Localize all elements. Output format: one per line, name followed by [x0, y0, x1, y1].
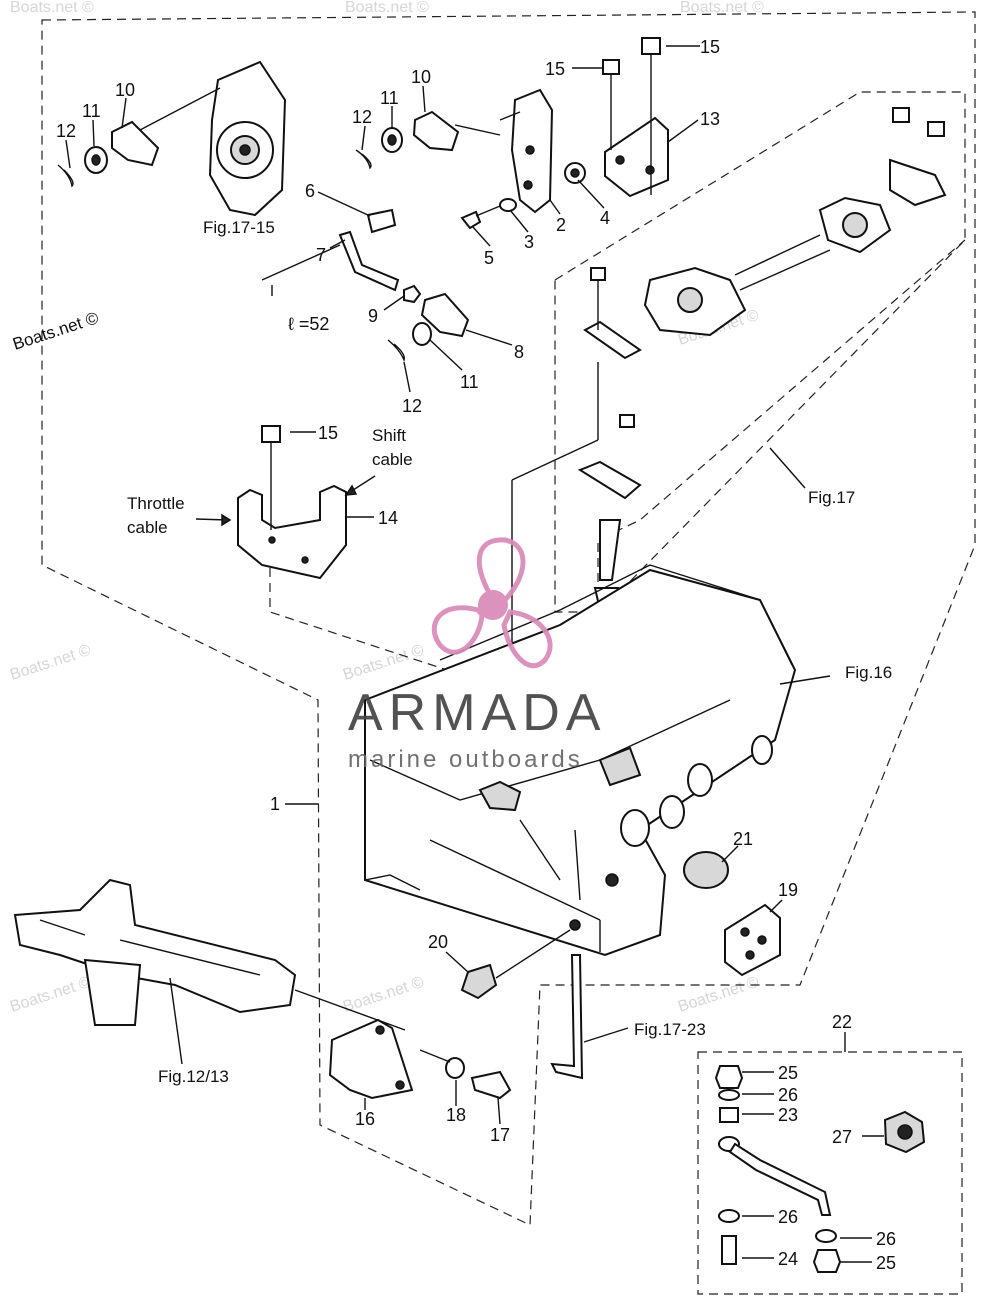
callout-27: 27 [832, 1127, 852, 1147]
watermark: Boats.net © [341, 974, 426, 1016]
callout-10: 10 [115, 80, 135, 100]
callout-8: 8 [514, 342, 524, 362]
shift-cable-label: Shift [372, 426, 406, 445]
fig-ref-16: Fig.16 [845, 663, 892, 682]
callout-16: 16 [355, 1109, 375, 1129]
callout-9: 9 [368, 306, 378, 326]
throttle-arm-assembly [57, 60, 287, 217]
callout-4: 4 [600, 208, 610, 228]
callout-21: 21 [733, 829, 753, 849]
length-dimension: ℓ =52 [288, 314, 329, 334]
callout-20: 20 [428, 932, 448, 952]
propeller-icon [431, 537, 553, 669]
watermark: Boats.net © [345, 0, 429, 16]
leader-lines [65, 45, 884, 1263]
callout-12: 12 [56, 121, 76, 141]
callout-11: 11 [380, 88, 399, 108]
callout-5: 5 [484, 248, 494, 268]
throttle-cable-label: Throttle [127, 494, 185, 513]
fig-ref-17-15: Fig.17-15 [203, 218, 275, 237]
bracket-13 [564, 37, 669, 198]
engine-mount-assembly [13, 878, 512, 1100]
watermark: Boats.net © [8, 974, 93, 1016]
callout-10: 10 [411, 67, 431, 87]
kit-22 [714, 1032, 926, 1273]
callout-7: 7 [316, 245, 326, 265]
callout-3: 3 [524, 232, 534, 252]
callout-labels: 12 11 10 12 11 10 15 15 13 6 4 2 3 5 7 9… [56, 37, 896, 1273]
copyright-label: Boats.net © [10, 308, 101, 354]
callout-26: 26 [778, 1085, 798, 1105]
plugs-and-grommet [460, 851, 781, 1000]
callout-12: 12 [402, 396, 422, 416]
callout-25: 25 [876, 1253, 896, 1273]
fig-ref-12-13: Fig.12/13 [158, 1067, 229, 1086]
callout-22: 22 [832, 1012, 852, 1032]
callout-18: 18 [446, 1105, 466, 1125]
callout-14: 14 [378, 508, 398, 528]
bottom-cowling [364, 564, 797, 957]
watermark: Boats.net © [676, 974, 761, 1016]
callout-15: 15 [700, 37, 720, 57]
callout-19: 19 [778, 880, 798, 900]
callout-12: 12 [352, 107, 372, 127]
figure-references: Fig.17-15 Fig.17 Fig.16 Fig.17-23 Fig.12… [127, 218, 892, 1086]
watermark: Boats.net © [10, 0, 94, 16]
fig-ref-17-23: Fig.17-23 [634, 1020, 706, 1039]
brand-tagline: marine outboards [348, 746, 583, 773]
link-rod [550, 954, 584, 1080]
brand-name: ARMADA [348, 684, 606, 742]
callout-24: 24 [778, 1249, 798, 1269]
callout-15: 15 [318, 423, 338, 443]
watermark: Boats.net © [341, 642, 426, 684]
callout-26: 26 [778, 1207, 798, 1227]
callout-6: 6 [305, 181, 315, 201]
callout-11: 11 [460, 372, 479, 392]
callout-23: 23 [778, 1105, 798, 1125]
throttle-cable-label: cable [127, 518, 168, 537]
cable-bracket-14 [195, 425, 376, 580]
shift-linkage-assembly [511, 107, 947, 800]
watermark: Boats.net © [8, 642, 93, 684]
callout-13: 13 [700, 109, 720, 129]
watermark: Boats.net © [680, 0, 764, 16]
fig-ref-17: Fig.17 [808, 488, 855, 507]
callout-2: 2 [556, 215, 566, 235]
brand-logo: ARMADA marine outboards [348, 537, 606, 773]
callout-25: 25 [778, 1063, 798, 1083]
callout-11: 11 [82, 101, 101, 121]
shift-cable-label: cable [372, 450, 413, 469]
throttle-lever-assembly [261, 88, 554, 363]
callout-1: 1 [270, 794, 280, 814]
callout-15: 15 [545, 59, 565, 79]
callout-26: 26 [876, 1229, 896, 1249]
callout-17: 17 [490, 1125, 510, 1145]
